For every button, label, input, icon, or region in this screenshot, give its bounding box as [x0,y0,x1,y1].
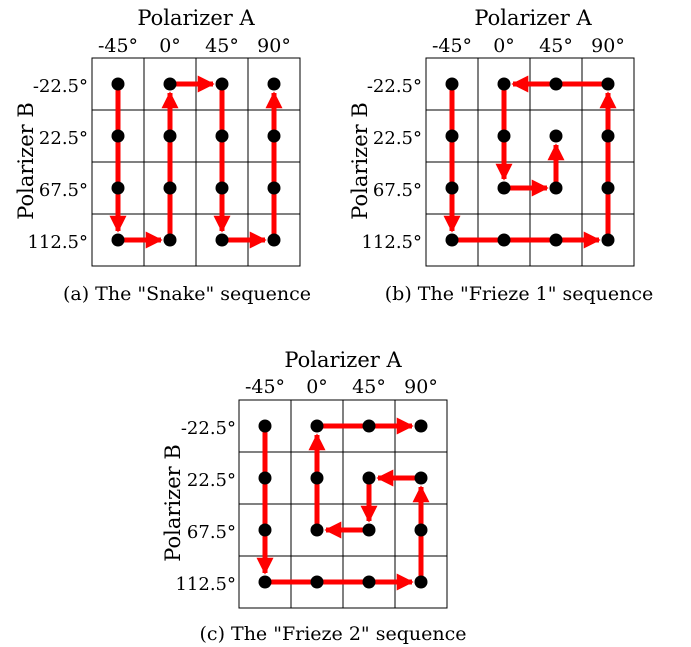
column-label: -45° [245,376,285,398]
column-label: 0° [306,376,328,398]
column-label: 90° [404,376,438,398]
measurement-point [601,77,615,91]
row-labels: -22.5° 22.5° 67.5° 112.5° [175,418,236,595]
measurement-point [445,233,459,247]
measurement-points [445,77,615,247]
measurement-point [362,523,376,537]
measurement-point [163,77,177,91]
measurement-point [310,575,324,589]
measurement-point [362,575,376,589]
polarizer-a-title: Polarizer A [284,348,402,372]
measurement-point [258,575,272,589]
measurement-point [497,77,511,91]
measurement-point [215,129,229,143]
measurement-point [163,233,177,247]
grid [91,57,301,267]
measurement-point [267,181,281,195]
column-label: 0° [493,35,515,57]
measurement-point [111,181,125,195]
sequence-path [109,75,283,249]
row-label: -22.5° [367,76,422,97]
measurement-point [414,523,428,537]
column-label: 90° [591,35,625,57]
measurement-point [215,77,229,91]
measurement-point [414,471,428,485]
row-label: 67.5° [373,180,422,201]
measurement-point [362,419,376,433]
measurement-point [215,181,229,195]
measurement-point [267,77,281,91]
grid [425,57,635,267]
panel-snake: Polarizer A -45° 0° 45° 90° -22.5° 22.5°… [14,6,311,305]
row-label: -22.5° [33,76,88,97]
measurement-point [414,419,428,433]
panel-frieze-2: Polarizer A -45° 0° 45° 90° -22.5° 22.5°… [161,348,466,645]
row-label: 112.5° [27,232,88,253]
caption: (c) The "Frieze 2" sequence [200,623,467,645]
measurement-point [267,129,281,143]
column-labels: -45° 0° 45° 90° [98,35,291,57]
panel-frieze-1: Polarizer A -45° 0° 45° 90° -22.5° 22.5°… [348,6,653,305]
measurement-points [111,77,281,247]
measurement-point [258,419,272,433]
measurement-point [111,129,125,143]
column-label: 0° [159,35,181,57]
measurement-point [310,419,324,433]
polarizer-b-title: Polarizer B [14,102,38,220]
measurement-point [111,77,125,91]
measurement-point [445,181,459,195]
measurement-point [163,181,177,195]
measurement-point [310,471,324,485]
measurement-point [497,233,511,247]
caption: (b) The "Frieze 1" sequence [385,283,653,305]
measurement-point [549,129,563,143]
measurement-points [258,419,428,589]
measurement-point [549,181,563,195]
grid [238,399,448,609]
measurement-point [497,181,511,195]
row-label: 112.5° [361,232,422,253]
column-label: 45° [352,376,386,398]
measurement-point [258,523,272,537]
polarizer-a-title: Polarizer A [474,6,592,30]
column-labels: -45° 0° 45° 90° [245,376,438,398]
measurement-point [549,77,563,91]
column-label: 90° [257,35,291,57]
row-label: 22.5° [373,128,422,149]
measurement-point [549,233,563,247]
measurement-point [601,233,615,247]
measurement-point [445,129,459,143]
row-label: 67.5° [187,522,236,543]
measurement-point [267,233,281,247]
row-label: -22.5° [181,418,236,439]
measurement-point [111,233,125,247]
row-label: 112.5° [175,574,236,595]
column-label: 45° [205,35,239,57]
polarizer-b-title: Polarizer B [348,102,372,220]
row-labels: -22.5° 22.5° 67.5° 112.5° [361,76,422,253]
column-label: -45° [98,35,138,57]
row-label: 22.5° [187,470,236,491]
row-label: 22.5° [39,128,88,149]
measurement-point [258,471,272,485]
polarizer-b-title: Polarizer B [161,444,185,562]
polarizer-a-title: Polarizer A [137,6,255,30]
measurement-point [601,129,615,143]
measurement-point [445,77,459,91]
column-labels: -45° 0° 45° 90° [432,35,625,57]
column-label: -45° [432,35,472,57]
column-label: 45° [539,35,573,57]
measurement-point [215,233,229,247]
measurement-point [414,575,428,589]
caption: (a) The "Snake" sequence [63,283,311,305]
row-labels: -22.5° 22.5° 67.5° 112.5° [27,76,88,253]
measurement-point [497,129,511,143]
measurement-point [362,471,376,485]
row-label: 67.5° [39,180,88,201]
measurement-point [310,523,324,537]
measurement-point [601,181,615,195]
measurement-point [163,129,177,143]
